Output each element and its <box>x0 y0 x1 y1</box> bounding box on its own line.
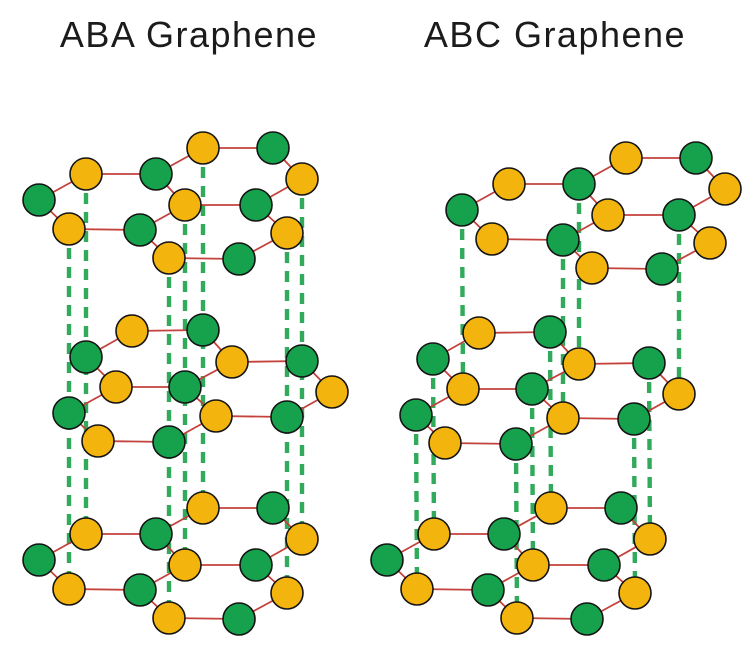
carbon-atom-yellow <box>618 576 652 610</box>
carbon-atom-yellow <box>285 522 319 556</box>
carbon-atom-yellow <box>199 399 233 433</box>
carbon-atom-green <box>399 398 433 432</box>
interlayer-stacking-line <box>547 331 554 509</box>
carbon-atom-yellow <box>708 172 742 206</box>
carbon-atom-green <box>256 491 290 525</box>
carbon-atom-yellow <box>693 226 727 260</box>
carbon-atom-green <box>570 602 604 636</box>
carbon-atom-green <box>152 425 186 459</box>
interlayer-stacking-line <box>529 388 536 566</box>
carbon-atom-green <box>662 198 696 232</box>
carbon-atom-yellow <box>81 424 115 458</box>
carbon-atom-yellow <box>591 198 625 232</box>
carbon-atom-green <box>679 141 713 175</box>
carbon-atom-yellow <box>609 141 643 175</box>
carbon-atom-yellow <box>115 314 149 348</box>
carbon-atom-green <box>587 548 621 582</box>
carbon-atom-yellow <box>562 347 596 381</box>
carbon-atom-yellow <box>168 548 202 582</box>
carbon-atom-green <box>499 427 533 461</box>
carbon-atom-green <box>123 213 157 247</box>
abc-stack-group <box>370 141 742 636</box>
carbon-atom-green <box>546 223 580 257</box>
carbon-atom-yellow <box>516 548 550 582</box>
carbon-atom-green <box>270 400 304 434</box>
carbon-atom-yellow <box>492 167 526 201</box>
carbon-atom-yellow <box>99 370 133 404</box>
carbon-atom-yellow <box>152 241 186 275</box>
carbon-atom-green <box>445 193 479 227</box>
carbon-atom-yellow <box>417 517 451 551</box>
carbon-atom-yellow <box>215 345 249 379</box>
interlayer-stacking-line <box>646 362 653 540</box>
carbon-atom-green <box>139 157 173 191</box>
carbon-atom-yellow <box>400 572 434 606</box>
carbon-atom-green <box>222 602 256 636</box>
carbon-atom-green <box>604 491 638 525</box>
carbon-atom-yellow <box>462 316 496 350</box>
carbon-atom-yellow <box>475 222 509 256</box>
interlayer-stacking-line <box>430 358 437 535</box>
carbon-atom-green <box>285 344 319 378</box>
carbon-atom-green <box>139 517 173 551</box>
carbon-atom-yellow <box>662 377 696 411</box>
carbon-atom-green <box>562 167 596 201</box>
carbon-atom-green <box>52 396 86 430</box>
carbon-atom-yellow <box>186 131 220 165</box>
abc-diagram-title: ABC Graphene <box>423 14 687 55</box>
carbon-atom-yellow <box>168 188 202 222</box>
carbon-atom-green <box>22 183 56 217</box>
carbon-atom-yellow <box>428 426 462 460</box>
carbon-atom-green <box>69 340 103 374</box>
interlayer-stacking-line <box>459 209 466 390</box>
carbon-atom-yellow <box>633 522 667 556</box>
carbon-atom-green <box>632 346 666 380</box>
carbon-atom-yellow <box>315 375 349 409</box>
carbon-atom-yellow <box>446 372 480 406</box>
aba-diagram-title: ABA Graphene <box>59 14 319 55</box>
carbon-atom-green <box>256 131 290 165</box>
carbon-atom-yellow <box>152 601 186 635</box>
carbon-atom-green <box>239 188 273 222</box>
carbon-atom-green <box>22 543 56 577</box>
interlayer-stacking-line <box>513 443 520 619</box>
carbon-atom-yellow <box>52 212 86 246</box>
carbon-atom-yellow <box>186 491 220 525</box>
carbon-atom-yellow <box>69 157 103 191</box>
interlayer-stacking-line <box>413 414 420 590</box>
carbon-atom-green <box>239 548 273 582</box>
carbon-atom-green <box>168 370 202 404</box>
carbon-atom-green <box>533 315 567 349</box>
carbon-atom-green <box>515 372 549 406</box>
aba-stack-group <box>22 131 349 636</box>
carbon-atom-yellow <box>500 601 534 635</box>
carbon-atom-green <box>186 313 220 347</box>
carbon-atom-yellow <box>575 251 609 285</box>
carbon-atom-green <box>123 573 157 607</box>
carbon-atom-yellow <box>285 162 319 196</box>
interlayer-stacking-line <box>631 418 638 594</box>
carbon-atom-yellow <box>69 517 103 551</box>
carbon-atom-yellow <box>270 576 304 610</box>
carbon-atom-green <box>487 517 521 551</box>
carbon-atom-yellow <box>546 401 580 435</box>
carbon-atom-yellow <box>534 491 568 525</box>
carbon-atom-green <box>370 543 404 577</box>
carbon-atom-green <box>471 573 505 607</box>
carbon-atom-green <box>222 242 256 276</box>
carbon-atom-green <box>645 252 679 286</box>
carbon-atom-yellow <box>270 216 304 250</box>
carbon-atom-yellow <box>52 572 86 606</box>
carbon-atom-green <box>617 402 651 436</box>
carbon-atom-green <box>416 342 450 376</box>
